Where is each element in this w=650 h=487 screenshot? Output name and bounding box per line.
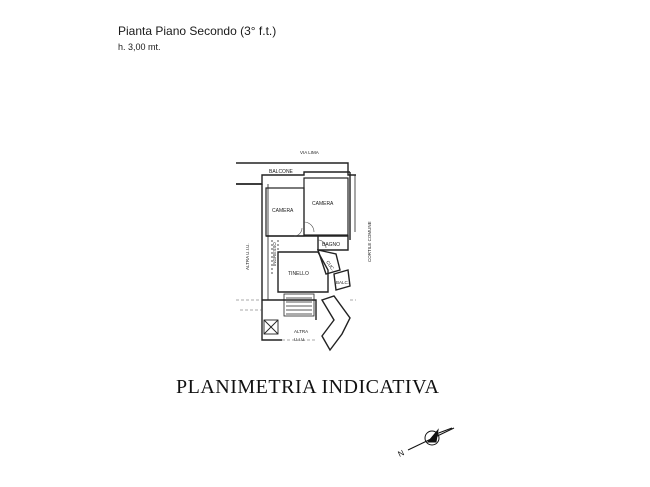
label-courtyard: CORTILE COMUNE — [367, 221, 372, 262]
label-street: VIA LIMA — [300, 150, 319, 155]
elevator-shaft — [263, 319, 279, 335]
ceiling-height: h. 3,00 mt. — [118, 42, 161, 52]
label-balc: BALC. — [336, 280, 349, 285]
label-bagno: BAGNO — [322, 242, 340, 248]
door-arcs — [293, 221, 327, 249]
label-tinello: TINELLO — [288, 271, 309, 277]
label-neighbor-left: ALTRA U.I.U. — [245, 243, 250, 270]
label-camera-left: CAMERA — [272, 208, 294, 214]
label-neighbor-bottom-1: ALTRA — [294, 329, 308, 334]
ingresso-column — [271, 240, 279, 274]
compass-north-letter: N — [397, 448, 406, 459]
plan-header: Pianta Piano Secondo (3° f.t.) h. 3,00 m… — [118, 24, 276, 53]
label-camera-right: CAMERA — [312, 201, 334, 207]
plan-floor-title: Pianta Piano Secondo (3° f.t.) — [118, 24, 277, 38]
planimetria-title: PLANIMETRIA INDICATIVA — [176, 376, 440, 398]
label-neighbor-bottom-2: U.I.U. — [294, 337, 306, 342]
label-cuc: CUC. — [325, 260, 335, 272]
neighbor-lines — [236, 299, 356, 341]
stairwell — [283, 293, 315, 317]
label-balcone: BALCONE — [269, 169, 294, 175]
label-ingresso: INGRESSO — [272, 242, 277, 266]
exterior-walls — [236, 162, 356, 352]
